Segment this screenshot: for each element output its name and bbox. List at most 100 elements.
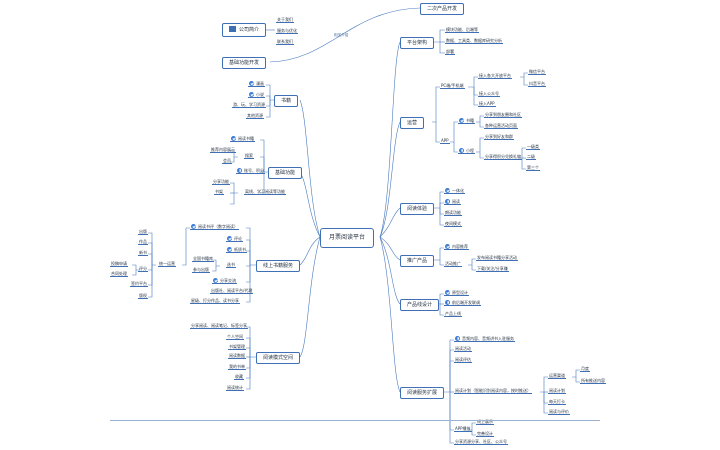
ops-pc-tag-2[interactable]: 抖音平台 [528,81,546,87]
reader-node[interactable]: 阅读模式空间 [256,352,301,364]
online-sub-4[interactable]: 评分 [138,266,148,272]
reader-leaf-3[interactable]: 书架管理 [228,344,246,350]
ops-app-sub2-tag-3[interactable]: 第三个 [526,165,540,171]
reader-leaf-1[interactable]: 分享阅读、阅读笔记、标签分享 [190,323,248,329]
books-leaf-4[interactable]: 其他资源 [246,113,264,119]
online-leaf-8[interactable]: 出版社、阅读平台/代理 [210,288,254,294]
promo-sub-2[interactable]: 下载/关注/分享赚 [476,266,509,272]
platform-leaf-2[interactable]: 数据、工具类、数据库研究分析 [445,38,503,44]
online-sub-7[interactable]: 签约平台 [130,281,148,287]
books-leaf-1[interactable]: 漫画 [248,81,265,87]
basic-leaf-8[interactable]: 离线、学习阅读等功能 [244,189,286,195]
expand-leaf-7[interactable]: 分享资源分享、社区、公众号 [454,439,508,445]
second-product-node[interactable]: 二次产品开发 [420,3,465,15]
expand-app-child-1[interactable]: 线上展示 [476,419,494,425]
ops-app-sub1-child-1[interactable]: 分享到朋友圈和社区 [484,112,522,118]
expand-leaf-2[interactable]: 阅读活动 [454,346,472,352]
ops-app-sub2-tag-2[interactable]: 二级 [526,154,536,160]
books-leaf-2[interactable]: 小说 [248,92,265,98]
company-child-1[interactable]: 关于我们 [276,17,294,23]
ops-pc-child-3[interactable]: 接入APP [478,101,496,107]
reading-leaf-2[interactable]: 阅读 [444,199,461,205]
company-child-2[interactable]: 服务与优化 [276,28,298,34]
ops-app-sub2-child-2[interactable]: 分享得积分兑换礼物 [484,154,522,160]
expand-node[interactable]: 阅读服务扩展 [400,387,445,399]
reader-leaf-6[interactable]: 收藏 [234,374,244,380]
ops-pc[interactable]: PC端/手机端 [440,83,465,89]
expand-leaf-1[interactable]: 音频内容、音频讲书入驻服务 [454,336,515,342]
reader-leaf-5[interactable]: 我的书单 [228,364,246,370]
expand-plan-1[interactable]: 运营渠道 [548,373,566,379]
expand-leaf-4[interactable]: 阅读计划（智能识别阅读内容，按时推送） [454,388,532,394]
platform-node[interactable]: 平台架构 [400,37,435,49]
reader-leaf-2[interactable]: 个人空间 [226,334,244,340]
base-dev-node[interactable]: 基础功能开发 [222,57,267,69]
basic-leaf-4[interactable]: 会员 [222,158,232,164]
ops-app[interactable]: APP [440,138,450,144]
product-node[interactable]: 产品线设计 [400,299,440,311]
expand-channel-2[interactable]: 所有推送内容 [580,378,606,384]
online-leaf-7[interactable]: 分享交流 [212,278,237,284]
ops-pc-tag-1[interactable]: 微信平台 [528,69,546,75]
company-child-3[interactable]: 联系我们 [276,39,294,45]
expand-plan-2[interactable]: 阅读计划 [548,388,566,394]
online-leaf-6[interactable]: 参与出版 [192,267,210,273]
books-node[interactable]: 书籍 [274,95,299,107]
promo-leaf-2[interactable]: 活动推广 [444,261,462,267]
basic-leaf-6[interactable]: 分享功能 [212,179,230,185]
curve-label: 相关介绍 [334,33,349,37]
basic-leaf-3[interactable]: 搜索 [244,153,254,159]
promo-node[interactable]: 推广产品 [400,255,435,267]
ops-node[interactable]: 运营 [400,117,425,129]
expand-leaf-3[interactable]: 阅读评估 [454,357,472,363]
online-sub-1[interactable]: 出版 [138,229,148,235]
reading-leaf-1[interactable]: 一体化 [444,188,465,194]
online-sub-6[interactable]: 合同处理 [110,271,128,277]
reading-leaf-3[interactable]: 朗读功能 [444,210,462,216]
reader-leaf-7[interactable]: 阅读统计 [226,385,244,391]
ops-pc-child-1[interactable]: 接入各大开放平台 [478,73,512,79]
expand-plan-4[interactable]: 阅读与评价 [548,409,570,415]
online-sub-5[interactable]: 投稿申请 [110,261,128,267]
online-sub-8[interactable]: 版权 [138,293,148,299]
basic-node[interactable]: 基础功能 [268,167,303,179]
online-leaf-4[interactable]: 全国书籍库 [192,256,214,262]
online-node[interactable]: 线上书籍服务 [256,260,301,272]
basic-leaf-7[interactable]: 书架 [214,189,224,195]
expand-plan-3[interactable]: 每天打卡 [548,399,566,405]
books-leaf-3[interactable]: 游、玩、学习资源 [232,102,266,108]
reader-leaf-4[interactable]: 阅读数据 [228,353,246,359]
expand-leaf-5[interactable]: APP播放 [454,426,472,432]
promo-leaf-1[interactable]: 内容推荐 [444,244,469,250]
basic-leaf-2[interactable]: 推荐内容展示 [210,147,236,153]
reading-node[interactable]: 阅读体验 [400,203,435,215]
ops-app-sub2-tag-1[interactable]: 一级类 [526,144,540,150]
online-sub-3[interactable]: 新书 [138,250,148,256]
platform-leaf-1[interactable]: 模块功能、后端等 [445,27,479,33]
platform-leaf-3[interactable]: 部署 [445,49,455,55]
basic-leaf-1[interactable]: 阅读书籍 [230,136,255,142]
product-leaf-1[interactable]: 原型设计 [444,290,469,296]
ops-app-sub2-child-1[interactable]: 分享到好友和群 [484,134,514,140]
promo-sub-1[interactable]: 发布阅读书籍分享活动 [476,255,518,261]
reading-leaf-4[interactable]: 夜间模式 [444,221,462,227]
online-sub-2[interactable]: 作品 [138,239,148,245]
product-leaf-3[interactable]: 产品上线 [444,311,462,317]
expand-app-child-2[interactable]: 完善设计 [476,431,494,437]
online-leaf-1[interactable]: 阅读书评（数字阅读） [190,224,239,230]
expand-channel-1[interactable]: 月度 [580,366,590,372]
ops-pc-child-2[interactable]: 接入公众号 [478,91,500,97]
online-sub-node[interactable]: 统一运营 [158,261,176,267]
ops-app-sub1-child-2[interactable]: 各种运营活动页面 [484,123,518,129]
online-leaf-10[interactable]: 星级、打分作品、读书分享 [190,298,240,304]
central-topic[interactable]: 月票阅读平台 [320,228,375,248]
ops-app-sub1[interactable]: 书籍 [458,118,475,124]
company-intro-node[interactable]: 公司简介 [222,23,267,37]
online-leaf-3[interactable]: 纸质书 [226,247,247,253]
ops-app-sub2[interactable]: 小程 [458,148,475,154]
online-leaf-5[interactable]: 选书 [226,262,236,268]
online-leaf-2[interactable]: 评论 [226,236,243,242]
product-leaf-2[interactable]: 前后端开发联调 [444,300,481,306]
basic-leaf-5[interactable]: 账号、积分 [236,168,265,174]
